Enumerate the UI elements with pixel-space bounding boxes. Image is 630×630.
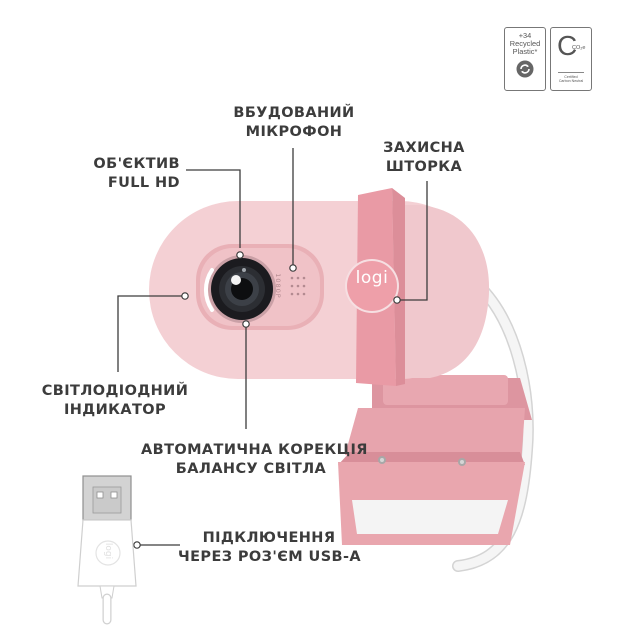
shutter-callout-line (397, 181, 428, 301)
carbon-neutral-badge: C CO₂e Certified Carbon Neutral (550, 27, 592, 91)
microphone-grille (290, 276, 306, 296)
led-callout-line (117, 295, 185, 372)
usb-a-connector (77, 475, 137, 625)
shutter-callout: ЗАХИСНА ШТОРКА (368, 139, 480, 177)
white-balance-label-line1: АВТОМАТИЧНА КОРЕКЦІЯ (141, 442, 368, 458)
mounting-clip (338, 375, 532, 545)
usb-callout: ПІДКЛЮЧЕННЯ ЧЕРЕЗ РОЗ'ЄМ USB-A (178, 529, 362, 567)
lens-callout: ОБ'ЄКТИВ FULL HD (60, 155, 180, 193)
usb-plug-housing (77, 519, 137, 587)
brand-logo: logi (355, 268, 389, 288)
led-label-line1: СВІТЛОДІОДНИЙ (41, 383, 189, 399)
camera-body-right (400, 205, 490, 378)
recycled-plastic-badge: +34 Recycled Plastic* (504, 27, 546, 91)
recycled-badge-line1: +34 (518, 31, 532, 40)
usb-label-line1: ПІДКЛЮЧЕННЯ (202, 530, 336, 546)
usb-label-line2: ЧЕРЕЗ РОЗ'ЄМ USB-A (178, 549, 362, 565)
led-indicator (204, 268, 214, 312)
microphone-label-line2: МІКРОФОН (245, 124, 343, 140)
usb-logo-emboss-text: logi (103, 542, 113, 560)
co2e-label: CO₂e (572, 45, 586, 51)
lens-label-line1: ОБ'ЄКТИВ (93, 156, 180, 172)
recycle-icon (516, 60, 534, 78)
led-callout: СВІТЛОДІОДНИЙ ІНДИКАТОР (30, 382, 200, 420)
carbon-badge-line2: Carbon Neutral (558, 79, 584, 83)
microphone-callout: ВБУДОВАНИЙ МІКРОФОН (226, 104, 362, 142)
carbon-letter: C (557, 30, 578, 61)
lens-callout-line (186, 169, 241, 248)
clip-foot-pad (352, 500, 508, 534)
microphone-label-line1: ВБУДОВАНИЙ (233, 105, 355, 121)
recycled-badge-line2: Recycled (509, 39, 541, 48)
led-label-line2: ІНДИКАТОР (63, 402, 167, 418)
usb-cable (453, 280, 533, 571)
white-balance-label-line2: БАЛАНСУ СВІТЛА (175, 461, 327, 477)
shutter-label-line2: ШТОРКА (385, 159, 463, 175)
recycled-badge-line3: Plastic* (512, 47, 538, 56)
callout-lines (117, 148, 428, 546)
shutter-label-line1: ЗАХИСНА (383, 140, 465, 156)
carbon-badge-line1: Certified (564, 75, 578, 79)
usb-logi-emboss (95, 540, 121, 566)
resolution-marking: 1080P (274, 273, 282, 299)
white-balance-callout: АВТОМАТИЧНА КОРЕКЦІЯ БАЛАНСУ СВІТЛА (141, 441, 368, 479)
lens-label-line2: FULL HD (107, 175, 180, 191)
